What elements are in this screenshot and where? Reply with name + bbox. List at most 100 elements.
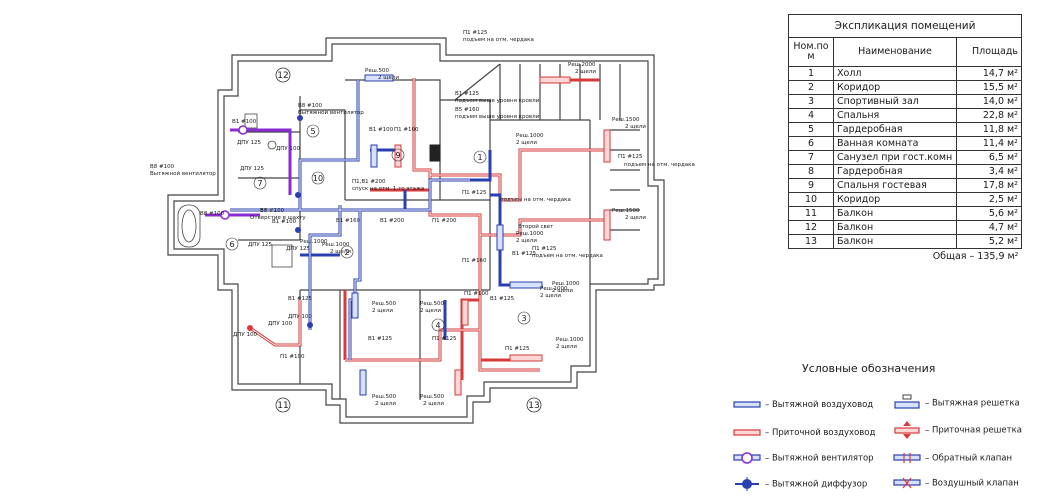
annotation: 2 щели [556,344,577,350]
annotation: П1 #125 [532,246,557,252]
annotation: П1 #125 [463,30,488,36]
annotation: 2 щели [375,401,396,407]
annotation: П1 #100 [280,354,305,360]
annotation: В1 #100 [232,119,257,125]
annotation: 2 щели [540,293,561,299]
exhaust-duct-icon [733,400,761,408]
explication-cell-name: Балкон [833,234,957,249]
annotation: П1 #125 [462,190,487,196]
annotation: П1 #125 [618,154,643,160]
exhaust-duct-inner [230,80,470,360]
annotation: подъем выше уровня кровли [455,98,540,104]
explication-cell-name: Ванная комната [833,136,957,151]
annotation: 2 щели [330,249,351,255]
explication-table: Экспликация помещений Ном.по м Наименова… [788,14,1022,264]
air-valve-icon [893,477,921,489]
annotation: подъем на отм. чердака [624,162,695,168]
explication-cell-name: Холл [833,66,957,81]
explication-cell-name: Гардеробная [833,164,957,179]
legend-item-supply-duct: – Приточной воздуховод [733,428,875,438]
annotation: В8 #100 [150,164,175,170]
annotation: П1 #125 [432,336,457,342]
explication-cell-area: 15,5 м² [956,80,1022,95]
legend-item-exhaust-diffuser: – Вытяжной диффузор [733,477,867,491]
explication-cell-area: 6,5 м² [956,150,1022,165]
explication-cell-name: Спальня [833,108,957,123]
explication-cell-area: 3,4 м² [956,164,1022,179]
annotation: 2 щели [625,215,646,221]
annotation: П1 #160 [462,258,487,264]
explication-cell-num: 5 [788,122,834,137]
annotation: В1 #100 [272,219,297,225]
legend-label: – Вытяжной воздуховод [765,400,874,410]
balcony-11-label: 11 [277,401,288,411]
room-number-2: 2 [344,248,349,257]
supply-grille-icon [894,421,920,439]
explication-cell-area: 4,7 м² [956,220,1022,235]
annotation: Реш.1000 [556,337,584,343]
annotation: В1 #125 [490,296,515,302]
annotation: Отверстие в шахту [250,215,306,221]
legend-title: Условные обозначения [802,362,936,375]
annotation: В8 #100 [298,103,323,109]
legend-label: – Обратный клапан [925,453,1013,464]
annotation: подъем на отм. чердака [532,253,603,259]
annotation: спуск на отм. 1-го этажа [352,186,424,192]
explication-cell-name: Гардеробная [833,122,957,137]
room-number-3: 3 [521,314,526,323]
annotation: Реш.500 [372,394,396,400]
annotation: Реш.1000 [322,242,350,248]
annotation: 2 щели [516,140,537,146]
annotation: ДПУ 100 [276,146,301,152]
header-name: Наименование [833,37,957,67]
explication-cell-num: 6 [788,136,834,151]
annotation: ДПУ 125 [240,166,265,172]
explication-cell-num: 13 [788,234,834,249]
legend-item-check-valve: – Обратный клапан [893,452,1012,464]
diffusers [220,115,313,331]
legend-label: – Вытяжной вентилятор [765,453,874,464]
explication-cell-name: Санузел при гост.комн [833,150,957,165]
explication-cell-num: 12 [788,220,834,235]
plan-annotations: П1 #125 подъем на отм. чердака Реш.500 2… [150,30,695,407]
explication-cell-area: 5,6 м² [956,206,1022,221]
annotation: В1 #200 [380,218,405,224]
annotation: В1 #160 [336,218,361,224]
balcony-markers: 12 11 13 [275,67,542,413]
legend-label: – Приточной воздуховод [765,428,876,438]
legend-label: – Приточная решетка [925,425,1022,436]
legend-item-air-valve: – Воздушный клапан [893,477,1019,489]
annotation: подъем на отм. чердака [500,197,571,203]
annotation: В5 #160 [455,107,480,113]
explication-cell-num: 4 [788,108,834,123]
annotation: П1 #100 [394,127,419,133]
explication-cell-name: Спортивный зал [833,94,957,109]
explication-total: Общая – 135,9 м² [788,248,1022,264]
annotation: 2 щели [625,124,646,130]
grilles [351,74,611,396]
building-walls [167,37,665,424]
balcony-12-label: 12 [277,71,288,81]
annotation: ДПУ 125 [248,242,273,248]
legend-label: – Вытяжная решетка [925,398,1020,409]
annotation: Реш.500 [372,301,396,307]
explication-cell-name: Коридор [833,80,957,95]
annotation: Вытяжной вентилятор [298,109,364,116]
annotation: подъем выше уровня кровли [455,114,540,120]
annotation: В8 #100 [200,211,225,217]
annotation: 2 щели [575,69,596,75]
explication-cell-area: 11,4 м² [956,136,1022,151]
exhaust-grille-icon [894,394,920,409]
explication-cell-area: 11,8 м² [956,122,1022,137]
legend-label: – Воздушный клапан [925,478,1019,489]
